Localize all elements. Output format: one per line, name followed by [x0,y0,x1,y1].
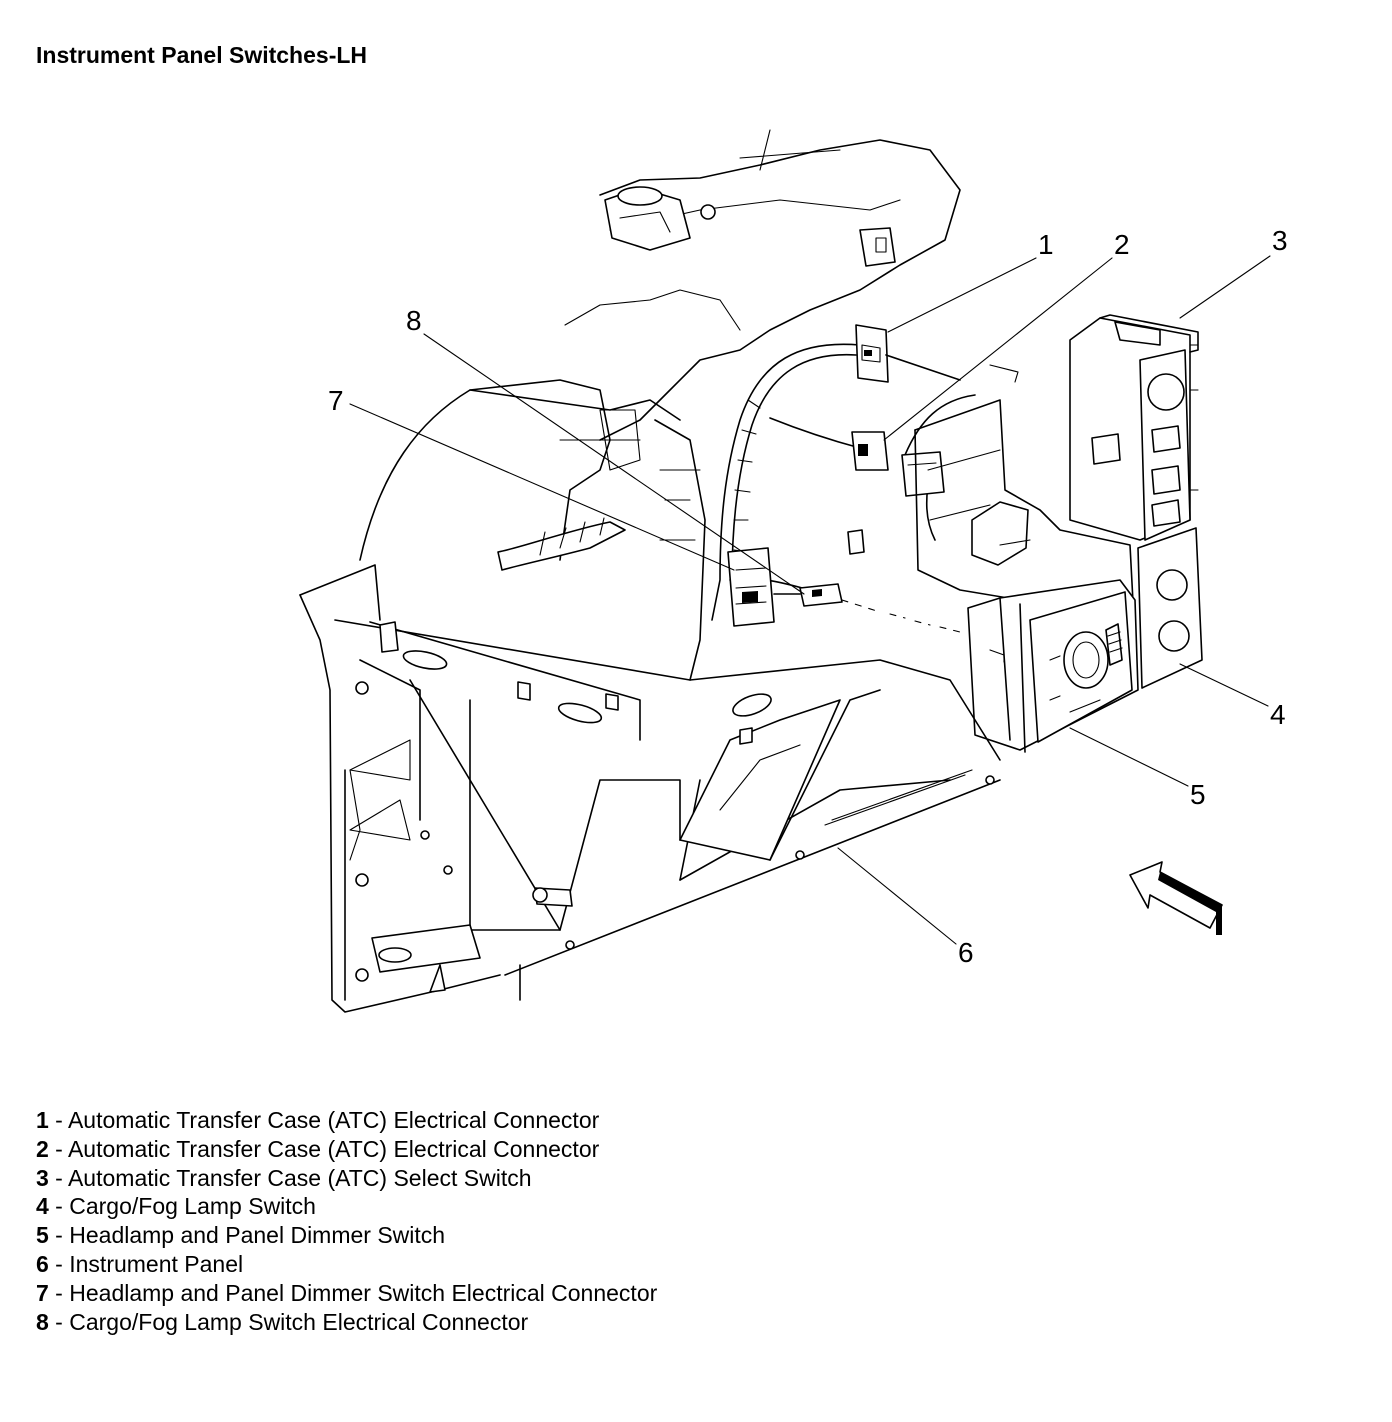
parts-legend: 1 - Automatic Transfer Case (ATC) Electr… [36,1106,657,1336]
legend-number: 8 [36,1308,49,1335]
legend-separator: - [48,1107,68,1133]
legend-item: 2 - Automatic Transfer Case (ATC) Electr… [36,1135,657,1164]
leader-line-2 [883,257,1113,441]
callout-3: 3 [1272,225,1288,256]
leader-line-5 [1069,727,1189,787]
callout-2: 2 [1114,229,1130,260]
leader-line-3 [1179,255,1271,319]
legend-item: 3 - Automatic Transfer Case (ATC) Select… [36,1164,657,1193]
legend-text: Headlamp and Panel Dimmer Switch [69,1222,446,1249]
legend-item: 6 - Instrument Panel [36,1250,657,1279]
legend-number: 1 [36,1107,49,1133]
legend-text: Instrument Panel [69,1250,244,1277]
callout-7: 7 [328,385,344,416]
dash-left-housing [359,379,706,681]
legend-text: Headlamp and Panel Dimmer Switch Electri… [69,1279,658,1306]
legend-item: 1 - Automatic Transfer Case (ATC) Electr… [36,1106,657,1135]
dash-top-beam [564,129,961,441]
legend-separator: - [48,1308,70,1335]
callout-6: 6 [958,937,974,968]
legend-text: Automatic Transfer Case (ATC) Select Swi… [67,1164,532,1191]
callout-5: 5 [1190,779,1206,810]
view-direction-arrow-icon [1129,861,1223,935]
legend-item: 5 - Headlamp and Panel Dimmer Switch [36,1221,657,1250]
callout-4: 4 [1270,699,1286,730]
instrument-panel-frame [299,529,1001,1013]
legend-separator: - [48,1222,70,1249]
legend-number: 6 [36,1250,49,1277]
switch-mounting-bracket [914,364,1136,701]
leader-line-1 [887,257,1037,333]
legend-number: 2 [36,1135,49,1162]
atc-select-switch [1069,314,1199,541]
headlamp-dimmer-switch [967,579,1139,753]
instrument-panel-illustration: 1 2 3 4 5 6 7 8 [299,129,1288,1013]
leader-line-4 [1179,663,1269,707]
callout-labels: 1 2 3 4 5 6 7 8 [328,225,1288,968]
legend-text: Cargo/Fog Lamp Switch [69,1193,316,1220]
callout-8: 8 [406,305,422,336]
legend-item: 4 - Cargo/Fog Lamp Switch [36,1192,657,1221]
legend-separator: - [48,1164,68,1191]
legend-number: 5 [36,1222,49,1249]
legend-separator: - [48,1250,70,1277]
leader-line-6 [837,847,957,945]
legend-item: 8 - Cargo/Fog Lamp Switch Electrical Con… [36,1308,657,1337]
headlamp-fog-connectors [727,547,961,633]
leader-lines [349,255,1271,945]
legend-text: Cargo/Fog Lamp Switch Electrical Connect… [69,1308,529,1335]
legend-number: 3 [36,1164,49,1191]
legend-number: 4 [36,1193,49,1220]
atc-connectors [851,324,961,497]
cargo-fog-lamp-switch [1137,527,1203,689]
legend-separator: - [48,1135,68,1162]
callout-1: 1 [1038,229,1054,260]
legend-item: 7 - Headlamp and Panel Dimmer Switch Ele… [36,1279,657,1308]
legend-separator: - [48,1193,70,1220]
diagram-title: Instrument Panel Switches-LH [36,42,368,68]
leader-line-7 [349,403,735,571]
leader-line-8 [423,333,805,595]
legend-number: 7 [36,1279,49,1306]
legend-text: Automatic Transfer Case (ATC) Electrical… [67,1135,600,1162]
legend-text: Automatic Transfer Case (ATC) Electrical… [67,1107,600,1133]
legend-separator: - [48,1279,70,1306]
